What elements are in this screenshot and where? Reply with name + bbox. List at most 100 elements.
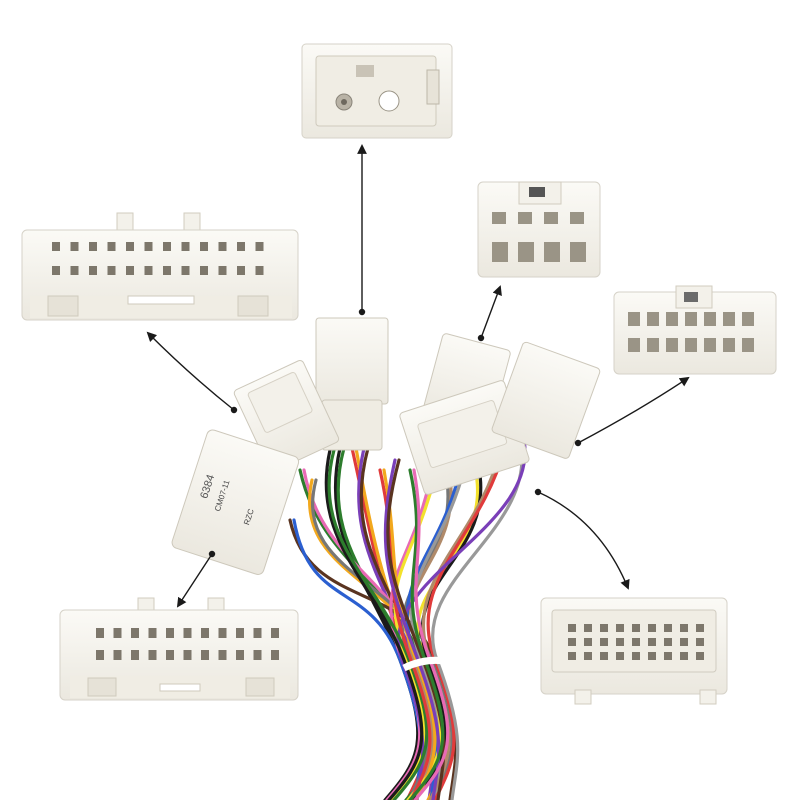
pin [218, 242, 227, 251]
pin [666, 338, 678, 352]
pin [236, 628, 244, 638]
pin [148, 650, 157, 660]
pin [253, 650, 262, 660]
pin [723, 338, 735, 352]
connector-pins [52, 212, 754, 660]
pin [544, 212, 558, 224]
lower-left-connector [59, 597, 299, 701]
pin [131, 650, 139, 660]
pin [632, 624, 640, 632]
wire [324, 448, 424, 800]
pin [518, 242, 534, 262]
pin [584, 624, 592, 632]
pin [600, 638, 608, 646]
pin [131, 628, 139, 638]
pin [183, 628, 192, 638]
pin [144, 242, 153, 251]
wire [378, 468, 432, 800]
arrow-to-upper-left-connector [146, 331, 235, 411]
harness-connector-labeled: 6384 CM07-11 RZC [171, 429, 300, 575]
pin [544, 242, 560, 262]
pin [255, 266, 264, 275]
pin [163, 242, 171, 251]
pin [163, 266, 171, 275]
pin [600, 652, 608, 660]
pin [113, 628, 122, 638]
pin [271, 628, 279, 638]
lower-right-connector [540, 597, 728, 705]
pin [696, 624, 704, 632]
pin [742, 312, 754, 326]
harness-connector-right-c [491, 341, 601, 459]
pin [126, 242, 134, 251]
pin [568, 652, 576, 660]
pin [218, 266, 227, 275]
pin [704, 338, 716, 352]
pin [271, 650, 279, 660]
pin [96, 628, 104, 638]
pin [664, 652, 672, 660]
pin [685, 312, 697, 326]
pin [696, 652, 704, 660]
pointer-arrows [146, 144, 690, 608]
pin [680, 652, 688, 660]
pin [218, 628, 227, 638]
harness-connector-right-b [399, 380, 530, 495]
pin [666, 312, 678, 326]
pin [70, 242, 79, 251]
arrow-to-lower-right-connector [537, 491, 630, 590]
pin [201, 650, 209, 660]
pin [113, 650, 122, 660]
pin [570, 242, 586, 262]
pin [568, 638, 576, 646]
pin [200, 242, 208, 251]
pin [201, 628, 209, 638]
wire [390, 478, 436, 800]
pin [126, 266, 134, 275]
pin [704, 312, 716, 326]
pin [570, 212, 584, 224]
pin [664, 638, 672, 646]
harness-connector-left [233, 359, 340, 473]
pin [200, 266, 208, 275]
pin [183, 650, 192, 660]
pin [647, 312, 659, 326]
pin [52, 266, 60, 275]
pin [648, 638, 656, 646]
pin [742, 338, 754, 352]
zip-tie [402, 656, 460, 672]
pin [70, 266, 79, 275]
pin [632, 638, 640, 646]
pin [253, 628, 262, 638]
pin [89, 242, 97, 251]
pin [648, 624, 656, 632]
pin [144, 266, 153, 275]
upper-right-connector [477, 181, 601, 278]
far-right-connector [613, 285, 777, 375]
pin [107, 242, 116, 251]
arrow-to-upper-right-connector [480, 285, 502, 339]
pin [616, 652, 624, 660]
wire [327, 448, 429, 800]
pin [52, 242, 60, 251]
wire [431, 438, 524, 800]
pin [664, 624, 672, 632]
top-center-connector [301, 43, 453, 139]
pin [600, 624, 608, 632]
wire [426, 448, 506, 800]
arrow-to-far-right-connector [577, 376, 690, 444]
pin [584, 638, 592, 646]
pin [166, 628, 174, 638]
wire-bundle [288, 438, 527, 800]
pin [680, 638, 688, 646]
upper-left-connector [21, 212, 299, 321]
pin [237, 242, 245, 251]
pin [181, 242, 190, 251]
pin [255, 242, 264, 251]
arrow-to-lower-left-connector [176, 553, 213, 608]
pin [680, 624, 688, 632]
pin [616, 638, 624, 646]
pin [628, 312, 640, 326]
pin [218, 650, 227, 660]
